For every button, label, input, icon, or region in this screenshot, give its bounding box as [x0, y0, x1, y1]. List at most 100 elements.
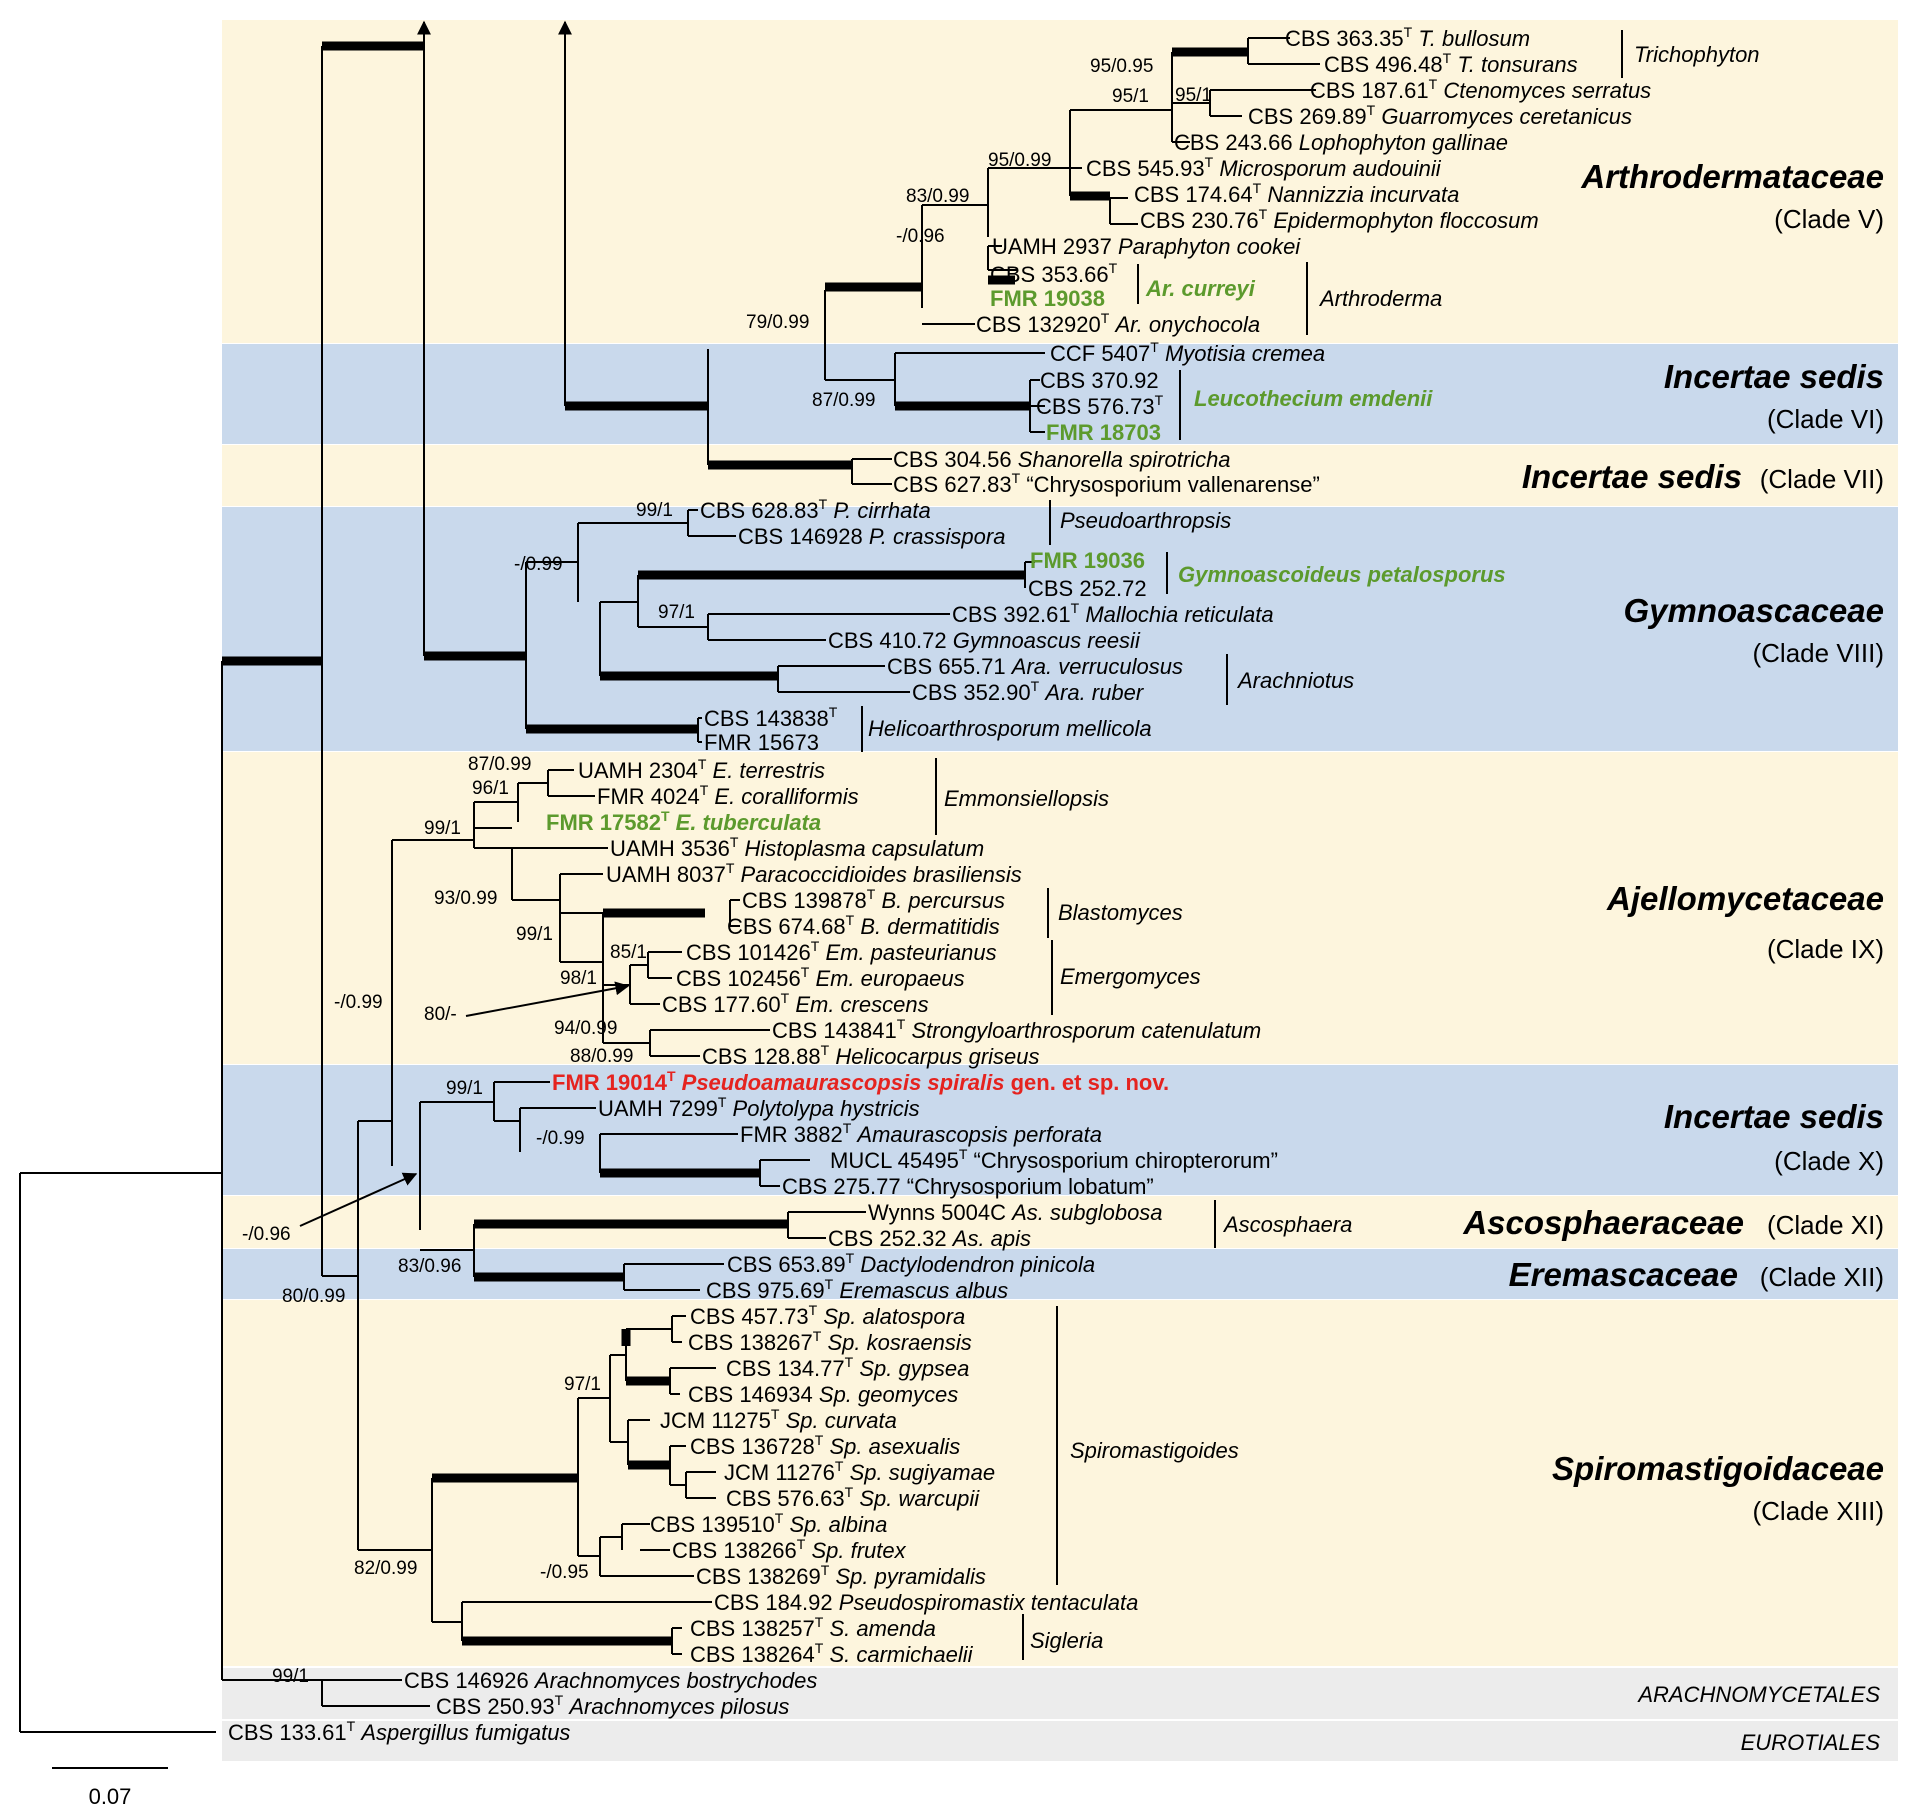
tip-label: CBS 370.92: [1040, 368, 1159, 393]
tip-label: UAMH 7299T Polytolypa hystricis: [598, 1094, 920, 1121]
tip-label: CBS 674.68T B. dermatitidis: [727, 912, 1000, 939]
support-value: 95/0.95: [1090, 56, 1153, 77]
support-value: 83/0.96: [398, 1256, 461, 1277]
genus-label: Arachniotus: [1236, 668, 1354, 693]
band-clade-xiii: [222, 1300, 1898, 1666]
genus-label: Sigleria: [1030, 1628, 1103, 1653]
support-values: 95/0.95 95/1 95/1 95/0.99 83/0.99 -/0.96…: [242, 56, 1212, 1687]
tip-label: CBS 101426T Em. pasteurianus: [686, 938, 997, 965]
support-value: 83/0.99: [906, 186, 969, 207]
tip-label: Wynns 5004C As. subglobosa: [868, 1200, 1163, 1225]
tip-label: CBS 187.61T Ctenomyces serratus: [1310, 76, 1651, 103]
genus-label: Arthroderma: [1318, 286, 1442, 311]
family-name: Incertae sedis: [1664, 358, 1884, 395]
tip-label: FMR 18703: [1046, 420, 1161, 445]
tip-label: FMR 19038: [990, 286, 1105, 311]
genus-label: Ascosphaera: [1222, 1212, 1352, 1237]
clade-number: (Clade XIII): [1753, 1496, 1885, 1526]
band-clade-ix: [222, 752, 1898, 1064]
tip-label: CBS 128.88T Helicocarpus griseus: [702, 1042, 1040, 1069]
arrow-node-pointer: [465, 981, 630, 1017]
support-value: 98/1: [560, 968, 597, 989]
tip-label: CBS 496.48T T. tonsurans: [1324, 50, 1578, 77]
family-name: Eremascaceae: [1509, 1256, 1738, 1293]
support-value: 95/1: [1112, 86, 1149, 107]
genus-label: Pseudoarthropsis: [1060, 508, 1231, 533]
tip-labels: CBS 363.35T T. bullosum CBS 496.48T T. t…: [228, 24, 1651, 1745]
tip-label: FMR 19014T Pseudoamaurascopsis spiralis …: [552, 1068, 1169, 1095]
tip-label: CBS 139510T Sp. albina: [650, 1510, 887, 1537]
tip-label: CBS 352.90T Ara. ruber: [912, 678, 1145, 705]
band-eurotiales: [222, 1721, 1898, 1761]
support-value: 95/1: [1175, 85, 1212, 106]
tip-label: CBS 146926 Arachnomyces bostrychodes: [404, 1668, 817, 1693]
family-labels: Arthrodermataceae (Clade V) Incertae sed…: [1462, 158, 1884, 1755]
genus-labels: Trichophyton Ar. curreyi Arthroderma Leu…: [868, 42, 1760, 1653]
tip-label: CBS 174.64T Nannizzia incurvata: [1134, 180, 1459, 207]
tip-label: CBS 134.77T Sp. gypsea: [726, 1354, 969, 1381]
genus-label: Blastomyces: [1058, 900, 1183, 925]
support-value: 88/0.99: [570, 1046, 633, 1067]
order-label: ARACHNOMYCETALES: [1636, 1682, 1880, 1707]
family-name: Gymnoascaceae: [1623, 592, 1884, 629]
tip-label: CBS 975.69T Eremascus albus: [706, 1276, 1008, 1303]
tip-label: CBS 353.66T: [990, 260, 1118, 287]
tip-label: FMR 3882T Amaurascopsis perforata: [740, 1120, 1102, 1147]
tip-label: CBS 143838T: [704, 704, 838, 731]
support-value: -/0.95: [540, 1562, 589, 1583]
support-value: 99/1: [424, 818, 461, 839]
support-value: 96/1: [472, 778, 509, 799]
support-value: 79/0.99: [746, 312, 809, 333]
order-label: EUROTIALES: [1741, 1730, 1881, 1755]
tip-label: CBS 304.56 Shanorella spirotricha: [893, 447, 1231, 472]
genus-label: Helicoarthrosporum mellicola: [868, 716, 1152, 741]
band-arachnomycetales: [222, 1668, 1898, 1719]
tip-label: CBS 146934 Sp. geomyces: [688, 1382, 958, 1407]
tip-label: CBS 230.76T Epidermophyton floccosum: [1140, 206, 1539, 233]
support-value: -/0.99: [536, 1128, 585, 1149]
family-name: Ajellomycetaceae: [1606, 880, 1884, 917]
tip-label: FMR 15673: [704, 730, 819, 755]
support-value: 94/0.99: [554, 1018, 617, 1039]
tip-label: CBS 363.35T T. bullosum: [1285, 24, 1530, 51]
family-name: Incertae sedis: [1522, 458, 1742, 495]
band-clade-vii: [222, 445, 1898, 506]
support-value: 80/-: [424, 1004, 457, 1025]
tip-label: CBS 138269T Sp. pyramidalis: [696, 1562, 986, 1589]
support-value: 99/1: [636, 500, 673, 521]
clade-number: (Clade VI): [1767, 404, 1884, 434]
tip-label: CBS 132920T Ar. onychocola: [976, 310, 1260, 337]
tip-label: UAMH 2304T E. terrestris: [578, 756, 825, 783]
arrow-node-pointer: [299, 1172, 418, 1227]
tip-label: CBS 177.60T Em. crescens: [662, 990, 929, 1017]
tip-label: CBS 392.61T Mallochia reticulata: [952, 600, 1274, 627]
support-value: 82/0.99: [354, 1558, 417, 1579]
tip-label: CBS 252.32 As. apis: [828, 1226, 1031, 1251]
tip-label: CBS 243.66 Lophophyton gallinae: [1174, 130, 1508, 155]
support-value: 93/0.99: [434, 888, 497, 909]
tip-label: CBS 545.93T Microsporum audouinii: [1086, 154, 1442, 181]
family-name: Ascosphaeraceae: [1462, 1204, 1744, 1241]
family-name: Incertae sedis: [1664, 1098, 1884, 1135]
tip-label: FMR 17582T E. tuberculata: [546, 808, 821, 835]
tip-label: CBS 138257T S. amenda: [690, 1614, 936, 1641]
genus-label: Emmonsiellopsis: [944, 786, 1109, 811]
tip-label: JCM 11275T Sp. curvata: [660, 1406, 897, 1433]
support-value: 99/1: [272, 1666, 309, 1687]
tip-label: CBS 250.93T Arachnomyces pilosus: [436, 1692, 789, 1719]
tip-label: CBS 146928 P. crassispora: [738, 524, 1005, 549]
support-value: 99/1: [516, 924, 553, 945]
clade-number: (Clade VIII): [1753, 638, 1885, 668]
tip-label: CBS 252.72: [1028, 576, 1147, 601]
clade-number: (Clade VII): [1760, 464, 1884, 494]
tip-label: CBS 653.89T Dactylodendron pinicola: [727, 1250, 1095, 1277]
scale-bar-label: 0.07: [89, 1784, 132, 1809]
clade-number: (Clade V): [1774, 204, 1884, 234]
tip-label: CBS 576.63T Sp. warcupii: [726, 1484, 980, 1511]
family-name: Arthrodermataceae: [1580, 158, 1884, 195]
clade-number: (Clade IX): [1767, 934, 1884, 964]
genus-label: Spiromastigoides: [1070, 1438, 1239, 1463]
tree-branches: [19, 20, 1623, 1769]
support-value: -/0.99: [514, 554, 563, 575]
